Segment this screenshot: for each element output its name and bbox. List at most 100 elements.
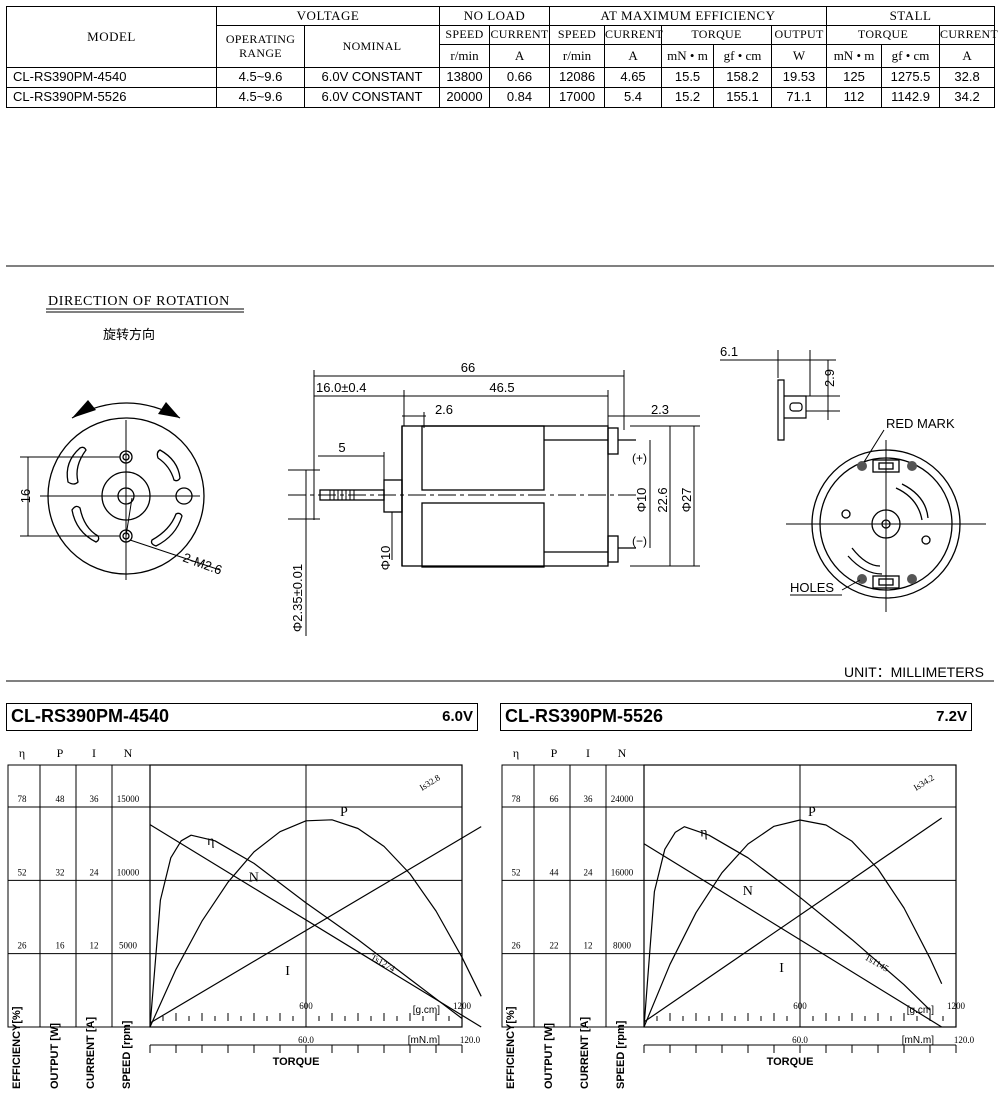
x-tick-label: 60.0: [792, 1035, 808, 1045]
nl-current-header: CURRENT: [488, 25, 551, 45]
dim-2-6: 2.6: [435, 402, 453, 417]
x-tick-label: 60.0: [298, 1035, 314, 1045]
nominal-cell: 6.0V CONSTANT: [304, 87, 440, 108]
nl-current-cell: 0.66: [488, 67, 551, 88]
hole-icon: [857, 574, 867, 584]
dim-66: 66: [461, 360, 475, 375]
no-load-header: NO LOAD: [438, 6, 551, 26]
axis-symbol: P: [57, 746, 64, 760]
chart-title: CL-RS390PM-4540: [11, 706, 170, 726]
tick-label: 24: [584, 867, 594, 877]
dim-46-5: 46.5: [489, 380, 514, 395]
nl-current-cell: 0.84: [488, 87, 551, 108]
tick-label: 36: [584, 794, 594, 804]
x-unit-label: [mN.m]: [408, 1035, 440, 1046]
axis-frame: [7, 764, 151, 1028]
unit-cell: A: [604, 44, 663, 68]
st-torque-header: TORQUE: [826, 25, 941, 45]
plus-terminal-label: (+): [632, 451, 647, 465]
unit-cell: gf • cm: [713, 44, 773, 68]
dim-phi2-35: Φ2.35±0.01: [290, 564, 305, 632]
axis-symbol: N: [124, 746, 133, 760]
axis-frame: [501, 764, 645, 1028]
st-current-cell: 34.2: [939, 87, 996, 108]
dimension-drawing: DIRECTION OF ROTATION 旋转方向 16 2-M2.6: [6, 265, 994, 682]
tick-label: 36: [90, 794, 100, 804]
dim-6-1: 6.1: [720, 344, 738, 359]
unit-cell: A: [939, 44, 996, 68]
hole-icon: [907, 461, 917, 471]
axis-title: CURRENT [A]: [579, 1017, 591, 1089]
st-torque-mnm-cell: 125: [826, 67, 883, 88]
unit-cell: mN • m: [661, 44, 715, 68]
me-output-cell: 71.1: [771, 87, 828, 108]
dim-2-3: 2.3: [651, 402, 669, 417]
me-torque-mnm-cell: 15.2: [661, 87, 715, 108]
dim-16-0: 16.0±0.4: [316, 380, 367, 395]
me-output-cell: 19.53: [771, 67, 828, 88]
dim-phi10-boss: Φ10: [378, 546, 393, 571]
tick-label: 44: [550, 867, 560, 877]
tick-label: 78: [512, 794, 522, 804]
dim-phi27: Φ27: [679, 488, 694, 513]
dim-phi10-terminal: Φ10: [634, 488, 649, 513]
dim-5: 5: [338, 440, 345, 455]
series-line-eta: [643, 826, 931, 1028]
x-tick-label: 600: [299, 1001, 313, 1011]
unit-cell: r/min: [549, 44, 606, 68]
unit-cell: mN • m: [826, 44, 883, 68]
me-current-cell: 5.4: [604, 87, 663, 108]
me-output-header: OUTPUT: [771, 25, 828, 45]
me-torque-mnm-cell: 15.5: [661, 67, 715, 88]
tick-label: 24: [90, 867, 100, 877]
series-line-P: [643, 819, 943, 1028]
tick-label: 15000: [117, 794, 140, 804]
tick-label: 24000: [611, 794, 634, 804]
st-torque-mnm-cell: 112: [826, 87, 883, 108]
x-tick-label: 600: [793, 1001, 807, 1011]
axis-symbol: I: [586, 746, 590, 760]
st-current-header: CURRENT: [939, 25, 998, 45]
dim-2-9: 2.9: [822, 369, 837, 387]
minus-terminal-label: (−): [632, 534, 647, 548]
me-speed-cell: 17000: [549, 87, 606, 108]
axis-symbol: η: [19, 746, 25, 760]
stall-current-annotation: Is32.8: [418, 772, 443, 793]
series-line-eta: [149, 834, 463, 1028]
red-mark-label: RED MARK: [886, 416, 955, 431]
tick-label: 26: [512, 941, 522, 951]
stall-torque-annotation: Ts1274: [369, 952, 397, 974]
axis-title: SPEED [rpm]: [121, 1020, 133, 1089]
model-cell: CL-RS390PM-4540: [6, 67, 217, 88]
series-label: η: [207, 834, 214, 849]
st-torque-gfcm-cell: 1275.5: [881, 67, 941, 88]
x-unit-label: [mN.m]: [902, 1035, 934, 1046]
nl-speed-cell: 13800: [439, 67, 490, 88]
unit-cell: gf • cm: [881, 44, 941, 68]
x-axis-title: TORQUE: [767, 1056, 814, 1068]
tick-label: 26: [18, 941, 28, 951]
unit-cell: r/min: [439, 44, 490, 68]
dim-2-m2-6: 2-M2.6: [181, 550, 224, 578]
tick-label: 10000: [117, 867, 140, 877]
chart-voltage: 7.2V: [936, 708, 967, 725]
voltage-header: VOLTAGE: [216, 6, 440, 26]
chart-title-bar: CL-RS390PM-5526 7.2V: [500, 703, 972, 731]
tick-label: 16000: [611, 867, 634, 877]
tick-label: 16: [56, 941, 66, 951]
axis-symbol: I: [92, 746, 96, 760]
axis-title: OUTPUT [W]: [49, 1023, 61, 1089]
series-label: P: [340, 805, 348, 820]
tick-label: 48: [56, 794, 66, 804]
rotation-arrow-icon: [72, 400, 96, 418]
spec-table: MODEL VOLTAGE NO LOAD AT MAXIMUM EFFICIE…: [6, 6, 998, 108]
nominal-header: NOMINAL: [304, 25, 440, 68]
x-tick-label: 120.0: [954, 1035, 975, 1045]
series-label: I: [285, 964, 290, 979]
x-unit-label: [g.cm]: [907, 1005, 934, 1016]
